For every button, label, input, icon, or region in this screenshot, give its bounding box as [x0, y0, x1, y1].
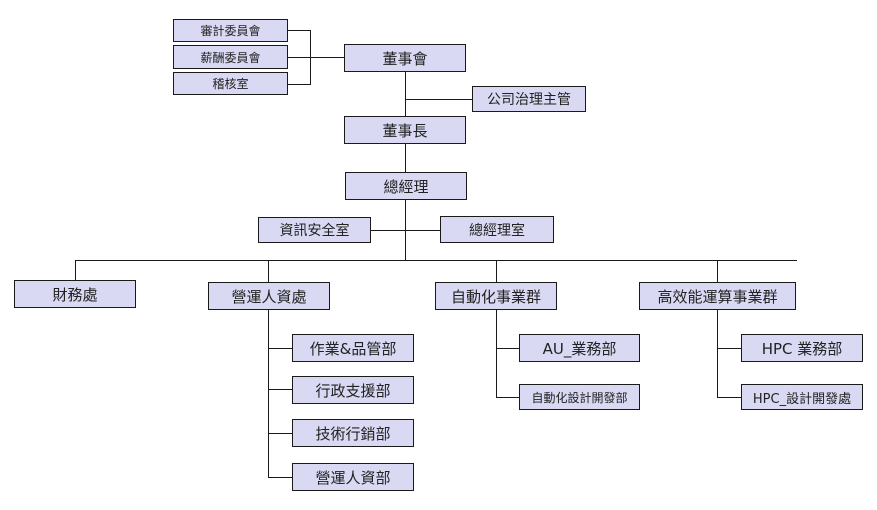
- unit-admin-support: 行政支援部: [292, 376, 414, 404]
- division-finance: 財務處: [14, 280, 136, 308]
- box-label: 審計委員會: [200, 24, 261, 38]
- corporate-governance-officer: 公司治理主管: [472, 86, 586, 112]
- committee-audit: 審計委員會: [173, 19, 288, 42]
- box-label: 總經理室: [469, 222, 525, 239]
- box-label: 薪酬委員會: [200, 50, 261, 65]
- connector: [268, 389, 292, 390]
- unit-ops-quality: 作業&品管部: [292, 334, 414, 362]
- box-label: 稽核室: [212, 77, 249, 91]
- unit-hpc-sales: HPC 業務部: [741, 334, 863, 362]
- box-label: 高效能運算事業群: [657, 287, 778, 306]
- box-label: AU_業務部: [542, 339, 617, 358]
- president-office: 總經理室: [440, 216, 554, 243]
- info-security-office: 資訊安全室: [258, 217, 371, 243]
- connector: [496, 397, 519, 398]
- box-label: 資訊安全室: [279, 223, 350, 239]
- box-label: 行政支援部: [315, 381, 391, 400]
- connector: [268, 260, 269, 283]
- box-label: 財務處: [52, 285, 98, 304]
- unit-automation-design: 自動化設計開發部: [519, 384, 640, 410]
- connector: [268, 433, 292, 434]
- box-label: 董事長: [382, 121, 428, 140]
- box-label: 自動化設計開發部: [531, 390, 628, 405]
- connector: [405, 99, 472, 100]
- connector: [75, 260, 76, 281]
- box-label: HPC 業務部: [761, 339, 843, 358]
- box-label: 總經理: [383, 177, 429, 196]
- division-operations-hr: 營運人資處: [208, 282, 330, 310]
- box-label: 技術行銷部: [315, 424, 391, 443]
- box-label: 公司治理主管: [487, 92, 571, 108]
- connector: [287, 84, 311, 85]
- box-label: 自動化事業群: [450, 287, 541, 306]
- connector: [405, 144, 406, 174]
- connector: [496, 260, 497, 283]
- connector: [717, 310, 718, 398]
- connector: [370, 230, 442, 231]
- president: 總經理: [345, 172, 467, 200]
- unit-hpc-design: HPC_設計開發處: [741, 384, 863, 410]
- division-automation: 自動化事業群: [435, 282, 557, 310]
- box-label: 營運人資部: [315, 468, 391, 487]
- connector: [75, 260, 797, 261]
- connector: [717, 260, 718, 283]
- connector: [717, 348, 741, 349]
- connector: [287, 57, 345, 58]
- connector: [405, 71, 406, 118]
- connector: [287, 30, 311, 31]
- internal-audit-office: 稽核室: [173, 72, 288, 95]
- chairman: 董事長: [344, 116, 466, 144]
- unit-au-sales: AU_業務部: [519, 334, 640, 362]
- connector: [268, 310, 269, 477]
- connector: [717, 397, 741, 398]
- connector: [496, 348, 519, 349]
- division-hpc: 高效能運算事業群: [639, 282, 796, 310]
- unit-tech-marketing: 技術行銷部: [292, 419, 414, 447]
- connector: [268, 348, 292, 349]
- box-label: 作業&品管部: [309, 339, 397, 358]
- unit-operations-hr: 營運人資部: [292, 463, 414, 491]
- box-label: 董事會: [382, 49, 428, 68]
- connector: [268, 477, 292, 478]
- board-of-directors: 董事會: [344, 44, 466, 72]
- box-label: HPC_設計開發處: [752, 391, 852, 407]
- box-label: 營運人資處: [231, 287, 307, 306]
- committee-compensation: 薪酬委員會: [173, 45, 288, 69]
- connector: [496, 310, 497, 398]
